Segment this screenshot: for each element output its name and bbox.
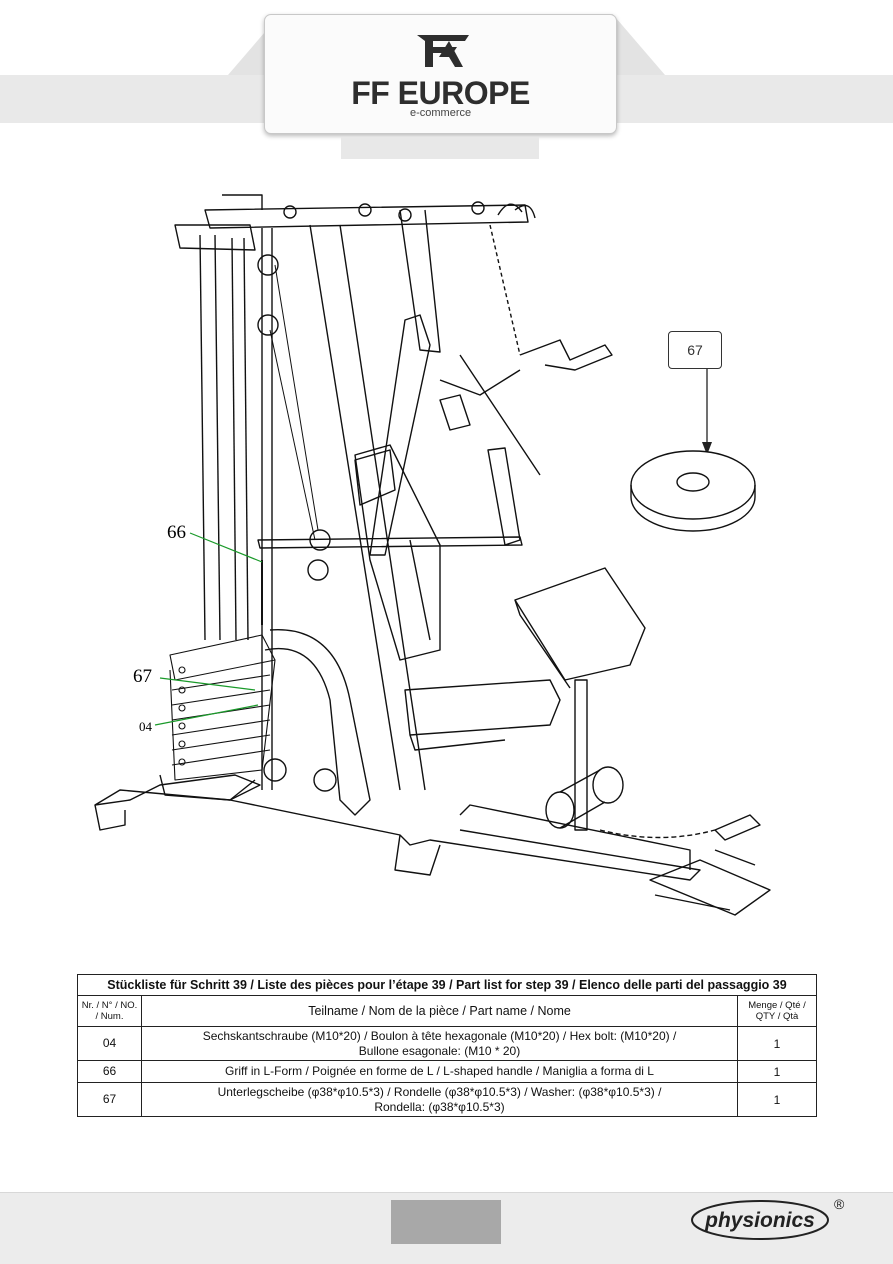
table-row: 67 Unterlegscheibe (φ38*φ10.5*3) / Ronde…: [77, 1082, 817, 1117]
row-num: 66: [77, 1060, 142, 1083]
parts-table: Stückliste für Schritt 39 / Liste des pi…: [77, 974, 817, 1117]
table-header-row: Nr. / N° / NO. / Num. Teilname / Nom de …: [77, 995, 817, 1027]
row-name: Unterlegscheibe (φ38*φ10.5*3) / Rondelle…: [141, 1082, 738, 1117]
table-title-row: Stückliste für Schritt 39 / Liste des pi…: [77, 974, 817, 996]
row-name-line: Rondella: (φ38*φ10.5*3): [374, 1099, 505, 1114]
table-row: 66 Griff in L-Form / Poignée en forme de…: [77, 1060, 817, 1083]
row-name: Sechskantschraube (M10*20) / Boulon à tê…: [141, 1026, 738, 1061]
callout-67: 67: [133, 666, 152, 687]
row-name-line: Sechskantschraube (M10*20) / Boulon à tê…: [202, 1028, 677, 1043]
parts-table-title: Stückliste für Schritt 39 / Liste des pi…: [77, 974, 817, 996]
callout-04: 04: [139, 719, 152, 734]
brand-subtitle: e-commerce: [410, 107, 472, 119]
home-gym-assembly-drawing: [94, 194, 771, 916]
footer-brand: physionics: [704, 1209, 815, 1232]
step-tab: [341, 137, 539, 159]
header-qty: Menge / Qté / QTY / Qtà: [737, 995, 817, 1027]
physionics-logo: physionics: [691, 1200, 829, 1240]
row-num: 04: [77, 1026, 142, 1061]
table-row: 04 Sechskantschraube (M10*20) / Boulon à…: [77, 1026, 817, 1061]
row-name-line: Bullone esagonale: (M10 * 20): [358, 1043, 521, 1058]
callout-66: 66: [167, 522, 186, 543]
row-qty: 1: [737, 1060, 817, 1083]
header-num: Nr. / N° / NO. / Num.: [77, 995, 142, 1027]
row-num: 67: [77, 1082, 142, 1117]
brand-name: FF EUROPE: [351, 75, 530, 111]
brand-logo-card: FF EUROPE e-commerce: [264, 14, 617, 134]
page-number-box: [391, 1200, 501, 1244]
header-name: Teilname / Nom de la pièce / Part name /…: [141, 995, 738, 1027]
row-name: Griff in L-Form / Poignée en forme de L …: [141, 1060, 738, 1083]
row-name-line: Unterlegscheibe (φ38*φ10.5*3) / Rondelle…: [217, 1084, 662, 1099]
row-qty: 1: [737, 1082, 817, 1117]
registered-mark: ®: [834, 1196, 845, 1212]
detail-label-67: 67: [668, 331, 722, 369]
ff-europe-logo-icon: [417, 35, 469, 67]
row-name-line: Griff in L-Form / Poignée en forme de L …: [225, 1064, 654, 1078]
row-qty: 1: [737, 1026, 817, 1061]
